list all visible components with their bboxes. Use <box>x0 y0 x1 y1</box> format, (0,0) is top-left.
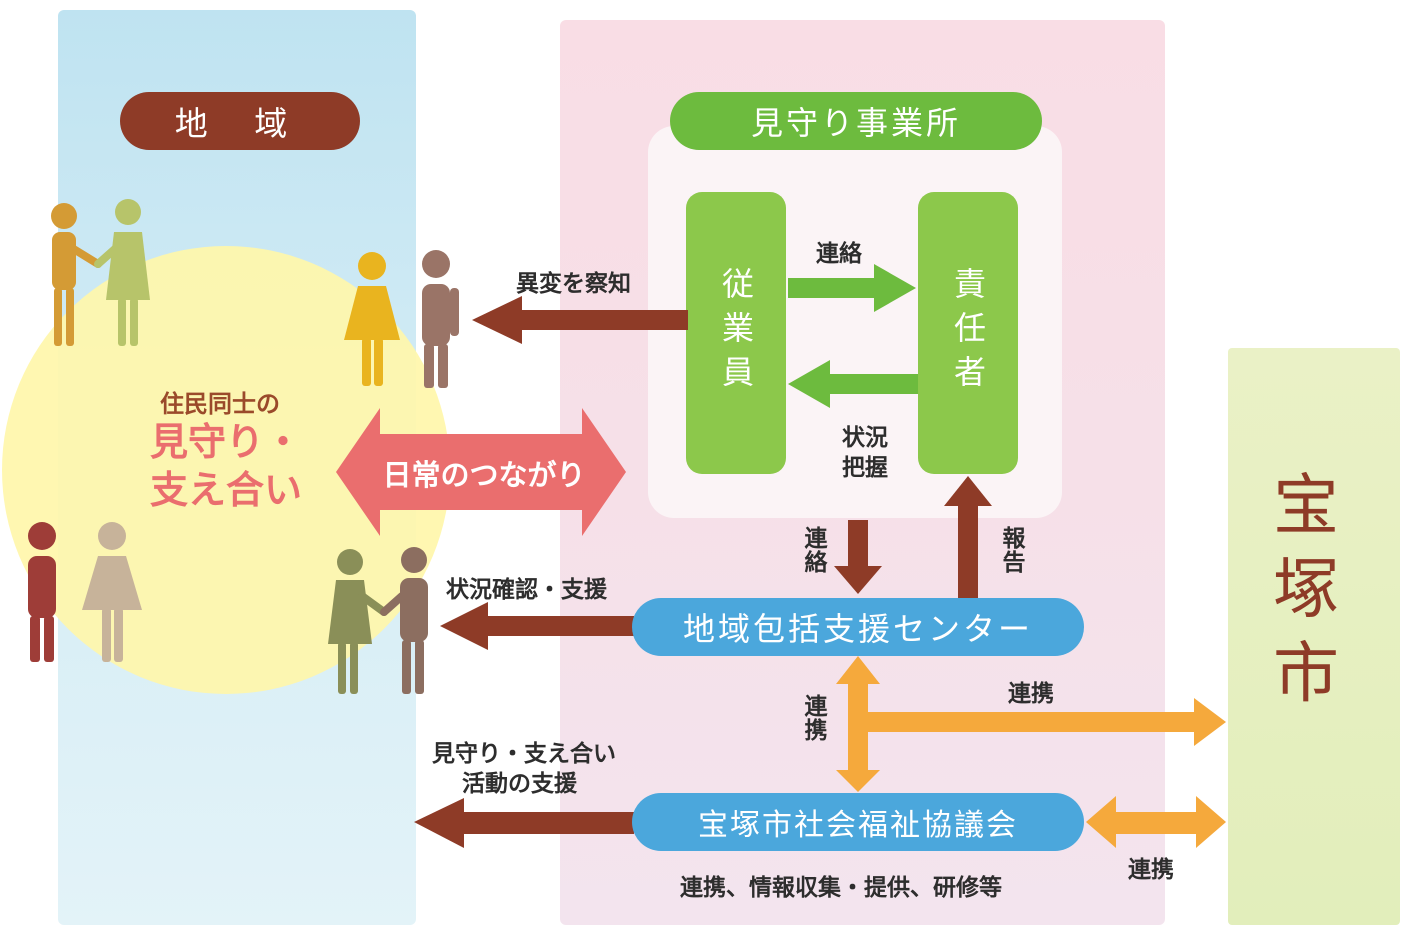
contact-arrow-right <box>788 264 916 312</box>
community-title: 見守り・ 支え合い <box>150 418 330 514</box>
council-city-arrow <box>1086 796 1226 848</box>
status-check-arrow <box>440 602 634 650</box>
grasp-label-2: 把握 <box>842 455 888 481</box>
council-services-label: 連携、情報収集・提供、研修等 <box>680 875 1002 901</box>
report-up-arrow <box>944 476 992 598</box>
social-welfare-council: 宝塚市社会福祉協議会 <box>632 793 1084 851</box>
grasp-arrow-left <box>788 360 918 408</box>
person-icon <box>28 522 56 662</box>
contact-down-arrow <box>834 520 882 594</box>
activity-support-arrow <box>414 798 634 848</box>
council-city-label: 連携 <box>1128 857 1174 883</box>
staff-label: 従業員 <box>717 267 755 399</box>
community-subtitle: 住民同士の <box>160 390 280 418</box>
community-title-line1: 見守り・ <box>150 420 303 464</box>
contact-down-label: 連絡 <box>800 526 826 574</box>
grasp-label-1: 状況 <box>842 425 888 451</box>
daily-connection-label: 日常のつながり <box>382 458 586 492</box>
city-region-background <box>1228 348 1400 925</box>
report-label: 報告 <box>998 526 1024 574</box>
center-city-arrow <box>868 698 1226 746</box>
contact-label: 連絡 <box>816 241 862 267</box>
center-council-label: 連携 <box>800 694 826 742</box>
center-council-arrow <box>836 656 880 792</box>
handshake-icon <box>51 199 150 346</box>
handshake-icon <box>328 547 428 694</box>
manager-label: 責任者 <box>949 267 987 399</box>
city-label: 宝塚市 <box>1262 470 1339 722</box>
daily-connection-arrow <box>336 408 626 536</box>
center-city-label: 連携 <box>1008 681 1054 707</box>
staff-box: 従業員 <box>686 192 786 474</box>
detect-anomaly-arrow <box>472 296 688 344</box>
status-check-label: 状況確認・支援 <box>446 577 607 603</box>
community-title-line2: 支え合い <box>150 468 303 512</box>
local-region-label: 地 域 <box>120 92 360 150</box>
community-support-center: 地域包括支援センター <box>632 598 1084 656</box>
activity-support-label-2: 活動の支援 <box>462 771 577 797</box>
manager-box: 責任者 <box>918 192 1018 474</box>
detect-anomaly-label: 異変を察知 <box>516 271 631 297</box>
person-icon <box>82 522 142 662</box>
person-icon <box>344 252 400 386</box>
office-label: 見守り事業所 <box>670 92 1042 150</box>
person-icon <box>422 250 459 388</box>
activity-support-label-1: 見守り・支え合い <box>432 741 616 767</box>
